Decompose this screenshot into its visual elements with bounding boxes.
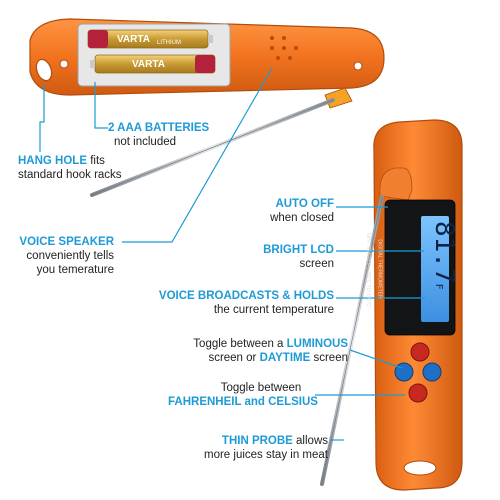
callout-toggle-screen-pre: Toggle between a	[193, 338, 287, 350]
battery-brand-2: VARTA	[132, 59, 165, 70]
screw	[59, 59, 69, 69]
callout-hang-hole-title: HANG HOLE	[18, 155, 87, 167]
callout-hang-hole-text: standard hook racks	[18, 169, 122, 181]
open-thermometer	[29, 18, 385, 197]
speaker-holes	[270, 36, 298, 60]
callout-thin-probe-title: THIN PROBE	[221, 435, 293, 447]
lcd-reading: 81.7F	[424, 221, 459, 319]
callout-bright-lcd-text: screen	[299, 258, 334, 270]
callout-toggle-screen: Toggle between a LUMINOUS screen or DAYT…	[120, 337, 348, 365]
callout-voice-broadcasts-text: the current temperature	[213, 304, 334, 316]
callout-auto-off-title: AUTO OFF	[275, 198, 334, 210]
callout-toggle-units-pre: Toggle between	[220, 382, 302, 394]
callout-toggle-units-title: FAHRENHEIL and CELSIUS	[168, 396, 318, 408]
callout-thin-probe-inline: allows	[292, 435, 328, 447]
callout-batteries-title: 2 AAA BATTERIES	[108, 122, 210, 134]
device-range-text: -58°F TO 572°F / -50°C TO 300°C	[364, 231, 371, 307]
callout-hang-hole: HANG HOLE fits standard hook racks	[18, 154, 122, 182]
callout-leaders	[39, 67, 425, 441]
lcd-unit: F	[433, 283, 444, 290]
power-button[interactable]	[410, 342, 430, 362]
hang-hole	[35, 58, 53, 82]
bottom-hole	[403, 460, 437, 476]
callout-toggle-screen-line2-post: screen	[310, 352, 348, 364]
callout-voice-broadcasts: VOICE BROADCASTS & HOLDS the current tem…	[120, 289, 334, 317]
callout-auto-off: AUTO OFF when closed	[230, 197, 334, 225]
battery-1	[87, 29, 213, 49]
callout-voice-broadcasts-title: VOICE BROADCASTS & HOLDS	[158, 290, 334, 302]
callout-voice-speaker-title: VOICE SPEAKER	[19, 236, 114, 248]
callout-toggle-screen-hl2: DAYTIME	[259, 352, 311, 364]
battery-2	[90, 54, 216, 74]
callout-batteries-text: not included	[114, 136, 177, 148]
lcd-screen	[421, 216, 449, 322]
callout-voice-speaker-line2: conveniently tells	[26, 250, 114, 262]
folded-thermometer	[320, 119, 463, 491]
callout-toggle-screen-line2-pre: screen or	[208, 352, 260, 364]
callout-voice-speaker: VOICE SPEAKER conveniently tells you tem…	[0, 235, 114, 277]
callout-hang-hole-inline: fits	[87, 155, 105, 167]
lcd-value: 81.7	[429, 221, 459, 284]
callout-voice-speaker-line3: you temerature	[36, 264, 114, 276]
callout-bright-lcd: BRIGHT LCD screen	[230, 243, 334, 271]
callout-thin-probe: THIN PROBE allows more juices stay in me…	[140, 434, 328, 462]
hold-button[interactable]	[422, 362, 442, 382]
probe-hinge	[324, 87, 353, 109]
callout-toggle-units: Toggle between FAHRENHEIL and CELSIUS	[150, 381, 336, 409]
probe-lever	[379, 167, 413, 201]
callout-bright-lcd-title: BRIGHT LCD	[263, 244, 334, 256]
callout-thin-probe-text: more juices stay in meat	[204, 449, 328, 461]
battery-type-1: LITHIUM	[157, 40, 181, 46]
callout-auto-off-text: when closed	[270, 212, 334, 224]
battery-brand-1: VARTA	[117, 34, 150, 45]
callout-toggle-screen-hl1: LUMINOUS	[286, 338, 348, 350]
light-button[interactable]	[394, 362, 414, 382]
screw	[353, 61, 363, 71]
callout-batteries: 2 AAA BATTERIES not included	[108, 121, 209, 149]
unit-button[interactable]	[408, 383, 428, 403]
